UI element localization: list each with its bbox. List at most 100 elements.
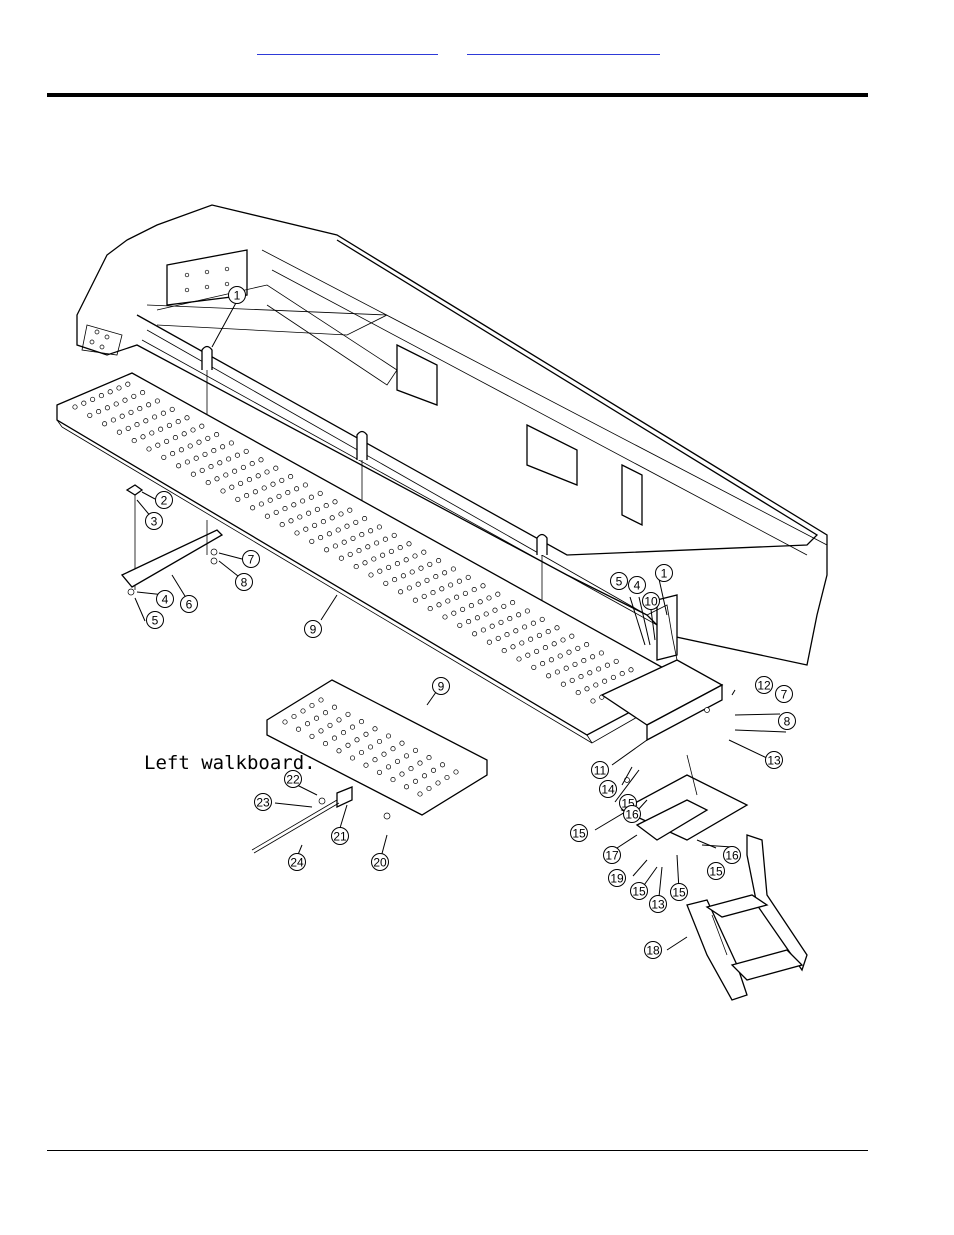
perforation-hole [362,560,368,566]
perforation-hole [433,574,439,580]
perforation-hole [450,566,456,572]
perforation-hole [439,586,445,592]
perforation-hole [563,665,569,671]
perforation-hole [344,523,350,529]
perforation-hole [513,628,519,634]
callout-9: 9 [304,620,322,638]
perforation-hole [362,516,368,522]
perforation-hole [560,637,566,643]
perforation-hole [528,636,534,642]
perforation-hole [341,539,347,545]
perforation-hole [383,580,389,586]
perforation-hole [199,467,205,473]
callout-circle [630,882,648,900]
callout-number: 15 [709,865,723,879]
perforation-hole [267,497,273,503]
callout-circle [599,780,617,798]
perforation-hole [240,464,246,470]
perforation-hole [436,602,442,608]
callout-number: 1 [234,289,241,303]
perforation-hole [205,435,211,441]
perforation-hole [406,541,412,547]
perforation-hole [421,549,427,555]
perforation-hole [548,657,554,663]
perforation-hole [504,632,510,638]
perforation-hole [466,619,472,625]
perforation-hole [376,738,383,745]
perforation-hole [336,717,342,723]
perforation-hole [244,493,250,499]
header-link-left[interactable] [257,36,438,55]
perforation-hole [318,697,324,703]
perforation-hole [170,451,176,457]
perforation-hole [308,494,314,500]
perforation-hole [282,719,288,725]
perforation-hole [125,381,131,387]
perforation-hole [399,771,405,777]
perforation-hole [158,426,164,432]
perforation-hole [178,447,184,453]
perforation-hole [380,552,386,558]
callout-circle [775,685,793,703]
perforation-hole [412,778,419,784]
perforation-hole [190,427,196,433]
header-link-right[interactable] [467,36,660,55]
perforation-hole [417,760,423,766]
perforation-hole [368,572,374,578]
perforation-hole [320,519,326,525]
perforation-hole [421,773,428,779]
perforation-hole [372,726,378,732]
callout-4: 4 [156,590,174,608]
perforation-hole [146,446,152,452]
footer-rule [47,1150,868,1151]
perforation-hole [161,454,167,460]
perforation-hole [439,762,446,768]
perforation-hole [143,418,149,424]
perforation-hole [386,564,392,570]
perforation-hole [390,777,396,783]
perforation-hole [557,653,563,659]
callout-19: 19 [608,869,626,887]
callout-circle [623,805,641,823]
perforation-hole [323,503,329,509]
perforation-hole [540,661,546,667]
perforation-hole [297,514,303,520]
callout-number: 7 [781,688,788,702]
callout-circle [228,286,246,304]
perforation-hole [140,434,146,440]
perforation-hole [358,749,365,756]
callout-circle [331,827,349,845]
callout-number: 8 [241,576,248,590]
callout-number: 12 [757,679,771,693]
perforation-hole [610,674,616,680]
left-walkboard-caption: Left walkboard. [144,752,316,774]
perforation-hole [363,762,369,768]
callout-15: 15 [570,824,588,842]
perforation-hole [525,652,531,658]
perforation-hole [102,421,108,427]
callout-21: 21 [331,827,349,845]
perforation-hole [214,476,220,482]
perforation-hole [394,561,400,567]
perforation-hole [313,715,320,721]
perforation-hole [243,448,249,454]
perforation-hole [539,616,545,622]
perforation-hole [190,471,196,477]
perforation-hole [196,439,202,445]
perforation-hole [418,565,424,571]
callout-15: 15 [630,882,648,900]
callout-3: 3 [145,512,163,530]
perforation-hole [228,440,234,446]
perforation-hole [303,526,309,532]
perforation-hole [465,574,471,580]
perforation-hole [327,722,333,728]
callout-number: 18 [646,944,660,958]
perforation-hole [181,431,187,437]
callout-circle [254,793,272,811]
callout-circle [644,941,662,959]
perforation-hole [184,415,190,421]
perforation-hole [596,666,602,672]
perforation-hole [258,457,264,463]
callout-circle [608,869,626,887]
callout-circle [610,572,628,590]
